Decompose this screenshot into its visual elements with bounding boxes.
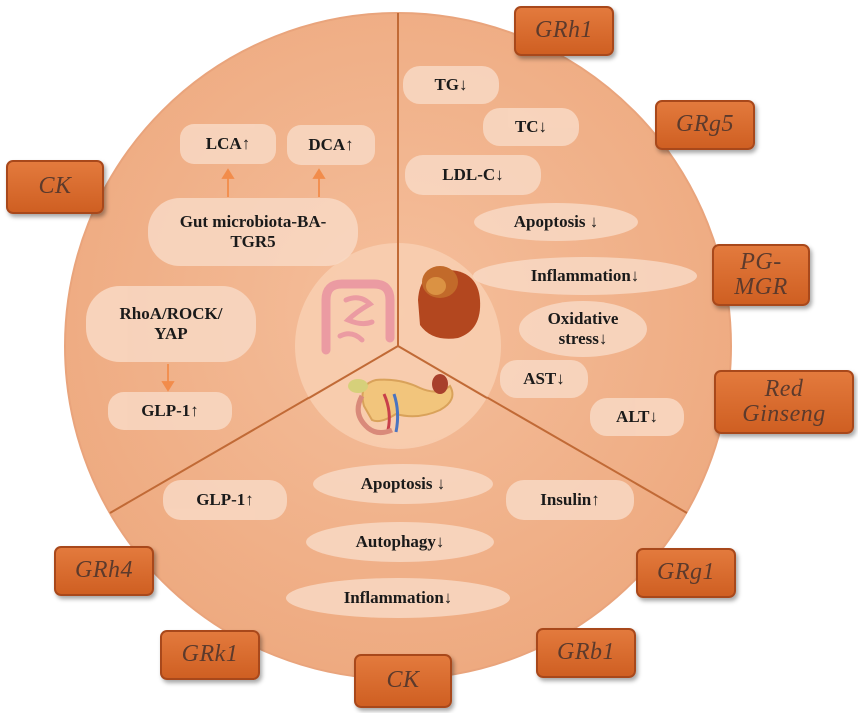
tag-grb1: GRb1 <box>536 628 636 678</box>
tag-grh1: GRh1 <box>514 6 614 56</box>
insulin-label: Insulin↑ <box>540 490 600 510</box>
alt-label: ALT↓ <box>616 407 658 427</box>
rhoa-rock-yap-label: RhoA/ROCK/ YAP <box>119 304 223 343</box>
autophagy-pill-bg <box>306 522 494 562</box>
gut-microbiota-pathway-label: Gut microbiota-BA- TGR5 <box>179 212 327 251</box>
ast-label: AST↓ <box>523 369 565 389</box>
tag-ck-bottom: CK <box>354 654 452 708</box>
glp1-intestine-label: GLP-1↑ <box>141 401 199 421</box>
inflammation-pancreas-label: Inflammation↓ <box>343 588 453 608</box>
apoptosis-liver-pill-bg <box>474 203 638 241</box>
intestine-icon <box>321 279 395 355</box>
liver-icon <box>418 266 481 339</box>
tag-grh4: GRh4 <box>54 546 154 596</box>
tag-grg5: GRg5 <box>655 100 755 150</box>
tag-grg1: GRg1 <box>636 548 736 598</box>
insulin-pill-bg <box>506 480 634 520</box>
ldl-c-label: LDL-C↓ <box>442 165 504 185</box>
autophagy-label: Autophagy↓ <box>355 532 445 552</box>
lca-label: LCA↑ <box>205 134 251 154</box>
tag-pg-mgr: PG- MGR <box>712 244 810 306</box>
dca-pill-bg <box>287 125 375 165</box>
dca-label: DCA↑ <box>308 135 354 155</box>
oxidative-stress-label: Oxidative stress↓ <box>547 309 619 348</box>
glp1-int-pill-bg <box>108 392 232 430</box>
alt-pill-bg <box>590 398 684 436</box>
gut-pill-bg <box>148 198 358 266</box>
divider-lower-left-inner <box>308 345 399 399</box>
divider-lower-right-inner <box>397 345 488 399</box>
ast-pill-bg <box>500 360 588 398</box>
inflammation-liver-label: Inflammation↓ <box>530 266 640 286</box>
apoptosis-pancreas-label: Apoptosis ↓ <box>360 474 446 494</box>
arrow-to-glp1 <box>161 364 175 392</box>
glp1-pancreas-label: GLP-1↑ <box>196 490 254 510</box>
tag-ck-left: CK <box>6 160 104 214</box>
inflammation-liver-pill-bg <box>473 257 697 295</box>
rho-pill-bg <box>86 286 256 362</box>
pancreas-icon <box>348 374 454 436</box>
tc-pill-bg <box>483 108 579 146</box>
tc-label: TC↓ <box>514 117 548 137</box>
tag-grk1: GRk1 <box>160 630 260 680</box>
arrow-to-dca <box>312 168 326 197</box>
apoptosis-liver-label: Apoptosis ↓ <box>513 212 599 232</box>
tg-label: TG↓ <box>434 75 468 95</box>
tag-red-ginseng: Red Ginseng <box>714 370 854 434</box>
ldl-pill-bg <box>405 155 541 195</box>
oxidative-pill-bg <box>519 301 647 357</box>
tg-pill-bg <box>403 66 499 104</box>
inflammation-pan-pill-bg <box>286 578 510 618</box>
lca-pill-bg <box>180 124 276 164</box>
apoptosis-pan-pill-bg <box>313 464 493 504</box>
glp1-pan-pill-bg <box>163 480 287 520</box>
arrow-to-lca <box>221 168 235 197</box>
